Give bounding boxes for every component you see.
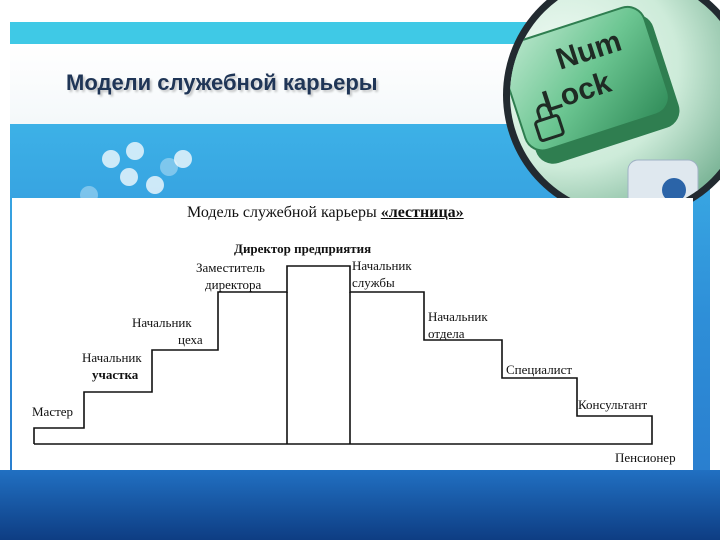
label-section-head-line1: Начальник	[82, 350, 142, 365]
label-department-head-line2: отдела	[428, 326, 465, 341]
diagram-title: Модель служебной карьеры «лестница»	[187, 204, 464, 221]
label-consultant: Консультант	[578, 397, 648, 412]
small-icon	[662, 178, 686, 202]
decor-dot	[120, 168, 138, 186]
decor-dot	[126, 142, 144, 160]
label-section-head-line2: участка	[92, 367, 139, 382]
label-service-head-line1: Начальник	[352, 258, 412, 273]
lock-glyph	[534, 114, 565, 142]
label-director: Директор предприятия	[234, 241, 372, 256]
bottom-band	[0, 470, 720, 540]
label-service-head-line2: службы	[352, 275, 395, 290]
label-deputy-director-line2: директора	[205, 277, 262, 292]
label-shop-head-line2: цеха	[178, 332, 203, 347]
decor-dot	[102, 150, 120, 168]
ladder-lines	[33, 265, 653, 445]
label-specialist: Специалист	[506, 362, 573, 377]
decor-dot	[160, 158, 178, 176]
career-ladder-diagram: Модель служебной карьеры «лестница» Маст…	[12, 198, 693, 470]
lock-shackle	[536, 103, 554, 121]
decor-dot	[146, 176, 164, 194]
slide-title: Модели служебной карьеры	[66, 70, 378, 95]
numlock-key-image: Num Lock	[478, 0, 720, 220]
numlock-key-icon: Num Lock	[510, 5, 680, 164]
label-department-head-line1: Начальник	[428, 309, 488, 324]
label-master: Мастер	[32, 404, 74, 419]
ladder-outline	[33, 265, 653, 445]
label-pensioner: Пенсионер	[615, 450, 676, 465]
label-shop-head-line1: Начальник	[132, 315, 192, 330]
label-deputy-director-line1: Заместитель	[196, 260, 265, 275]
decor-dot	[174, 150, 192, 168]
